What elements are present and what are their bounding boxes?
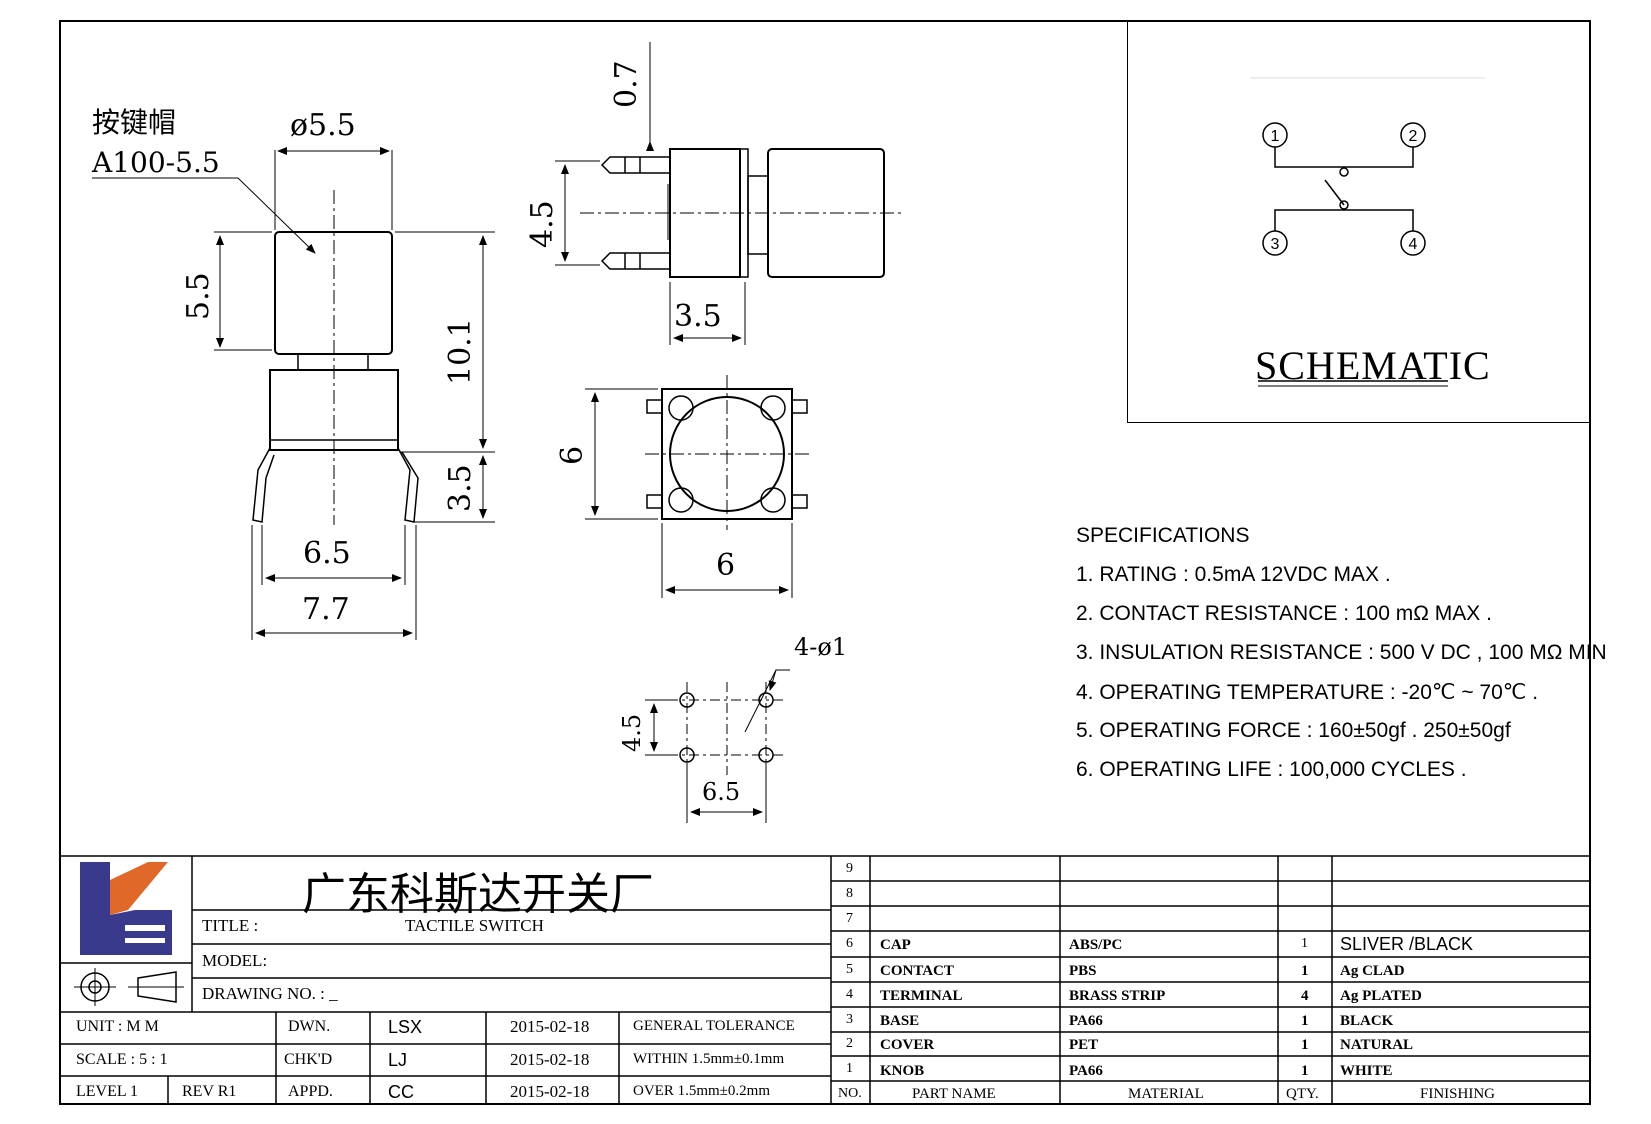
- bom-material: PA66: [1069, 1013, 1103, 1029]
- bom-row-no: 6: [846, 936, 853, 951]
- schematic-title: SCHEMATIC: [1255, 343, 1491, 388]
- dim-holes: 4-ø1: [794, 633, 847, 661]
- bom-finishing: NATURAL: [1340, 1037, 1414, 1053]
- spec-item: 2. CONTACT RESISTANCE : 100 mΩ MAX .: [1076, 602, 1492, 625]
- dwn-name: LSX: [388, 1017, 423, 1037]
- dim-cap-diameter: ø5.5: [290, 108, 356, 143]
- bom-qty: 1: [1301, 1063, 1309, 1079]
- bom-finishing: SLIVER /BLACK: [1340, 934, 1474, 954]
- dim-body-height: 6: [555, 446, 590, 465]
- spec-item: 5. OPERATING FORCE : 160±50gf . 250±50gf: [1076, 719, 1511, 742]
- pin-1-label: 1: [1271, 128, 1280, 145]
- pcb-hole-layout: [645, 669, 790, 823]
- dim-body-width: 6: [716, 548, 735, 583]
- bom-row-no: 3: [846, 1012, 853, 1027]
- bom-row-no: 8: [846, 886, 853, 901]
- bom-material: ABS/PC: [1069, 937, 1123, 953]
- bom-qty: 1: [1301, 936, 1308, 951]
- bom-header-finishing: FINISHING: [1420, 1086, 1495, 1102]
- dim-total-height: 10.1: [443, 318, 478, 385]
- bom-finishing: Ag CLAD: [1340, 963, 1405, 979]
- bom-part: BASE: [880, 1013, 920, 1029]
- dim-pin-length: 3.5: [443, 464, 478, 512]
- bom-qty: 1: [1301, 1013, 1309, 1029]
- tolerance-over: OVER 1.5mm±0.2mm: [633, 1083, 770, 1099]
- bom-row-no: 9: [846, 861, 853, 876]
- bom-row-no: 5: [846, 962, 853, 977]
- model-label: MODEL:: [202, 951, 268, 970]
- title-label: TITLE :: [202, 916, 259, 935]
- dwn-date: 2015-02-18: [510, 1017, 590, 1036]
- scale-label: SCALE : 5 : 1: [76, 1051, 168, 1068]
- bom-row-no: 4: [846, 987, 853, 1002]
- appd-name: CC: [388, 1082, 414, 1102]
- pin-2-label: 2: [1409, 128, 1418, 145]
- bom-qty: 4: [1301, 988, 1309, 1004]
- company-name: 广东科斯达开关厂: [302, 869, 654, 920]
- side-view: [555, 42, 905, 345]
- bom-part: CONTACT: [880, 963, 954, 979]
- appd-label: APPD.: [288, 1083, 333, 1100]
- level-label: LEVEL 1: [76, 1083, 139, 1100]
- spec-item: 6. OPERATING LIFE : 100,000 CYCLES .: [1076, 758, 1467, 781]
- dim-hole-vertical: 4.5: [618, 714, 646, 752]
- unit-label: UNIT : M M: [76, 1018, 159, 1035]
- company-logo: [80, 862, 172, 955]
- bom-finishing: BLACK: [1340, 1013, 1394, 1029]
- bom-header-no: NO.: [838, 1086, 862, 1101]
- pin-3-label: 3: [1271, 236, 1280, 253]
- dim-top-07: 0.7: [609, 60, 644, 108]
- bom-material: PBS: [1069, 963, 1097, 979]
- bom-header-qty: QTY.: [1286, 1086, 1319, 1102]
- dwn-label: DWN.: [288, 1018, 331, 1035]
- schematic-box: [1127, 20, 1591, 423]
- third-angle-projection-icon: [74, 968, 184, 1006]
- chkd-label: CHK'D: [284, 1051, 333, 1068]
- bom-row-no: 7: [846, 911, 853, 926]
- tolerance-heading: GENERAL TOLERANCE: [633, 1018, 795, 1034]
- bom-row-no: 2: [846, 1036, 853, 1051]
- bom-header-material: MATERIAL: [1128, 1086, 1204, 1102]
- bom-qty: 1: [1301, 1037, 1309, 1053]
- spec-item: 3. INSULATION RESISTANCE : 500 V DC , 10…: [1076, 641, 1607, 664]
- dim-cap-height: 5.5: [181, 272, 216, 320]
- top-view: [585, 375, 810, 598]
- dim-width-65: 6.5: [303, 536, 351, 571]
- bom-finishing: WHITE: [1340, 1063, 1393, 1079]
- bom-material: BRASS STRIP: [1069, 988, 1166, 1004]
- specs-heading: SPECIFICATIONS: [1076, 524, 1250, 547]
- bom-row-no: 1: [846, 1061, 853, 1076]
- title-value: TACTILE SWITCH: [405, 916, 544, 935]
- front-view: [92, 147, 495, 640]
- cap-label-part: A100-5.5: [91, 146, 220, 179]
- appd-date: 2015-02-18: [510, 1082, 590, 1101]
- dim-side-width: 3.5: [674, 299, 722, 334]
- drawing-frame: [59, 20, 1591, 1105]
- chkd-name: LJ: [388, 1050, 408, 1070]
- bom-part: COVER: [880, 1037, 935, 1053]
- bom-header-part: PART NAME: [912, 1086, 996, 1102]
- pin-4-label: 4: [1409, 236, 1418, 253]
- spec-item: 4. OPERATING TEMPERATURE : -20℃ ~ 70℃ .: [1076, 681, 1539, 704]
- drawing-no-label: DRAWING NO. : _: [202, 984, 338, 1003]
- bom-part: KNOB: [880, 1063, 925, 1079]
- bom-material: PA66: [1069, 1063, 1103, 1079]
- spec-item: 1. RATING : 0.5mA 12VDC MAX .: [1076, 563, 1391, 586]
- tolerance-within: WITHIN 1.5mm±0.1mm: [633, 1051, 785, 1067]
- bom-part: TERMINAL: [880, 988, 963, 1004]
- dim-hole-horizontal: 6.5: [702, 778, 740, 806]
- title-block-grid: [59, 855, 1591, 1105]
- switch-schematic: [1250, 77, 1485, 387]
- cap-label-cn: 按键帽: [92, 106, 176, 139]
- bom-part: CAP: [880, 937, 911, 953]
- chkd-date: 2015-02-18: [510, 1050, 590, 1069]
- bom-qty: 1: [1301, 963, 1309, 979]
- bom-finishing: Ag PLATED: [1340, 988, 1422, 1004]
- bom-material: PET: [1069, 1037, 1099, 1053]
- dim-pin-span: 4.5: [525, 200, 560, 248]
- dim-width-77: 7.7: [302, 592, 350, 627]
- rev-label: REV R1: [182, 1083, 237, 1100]
